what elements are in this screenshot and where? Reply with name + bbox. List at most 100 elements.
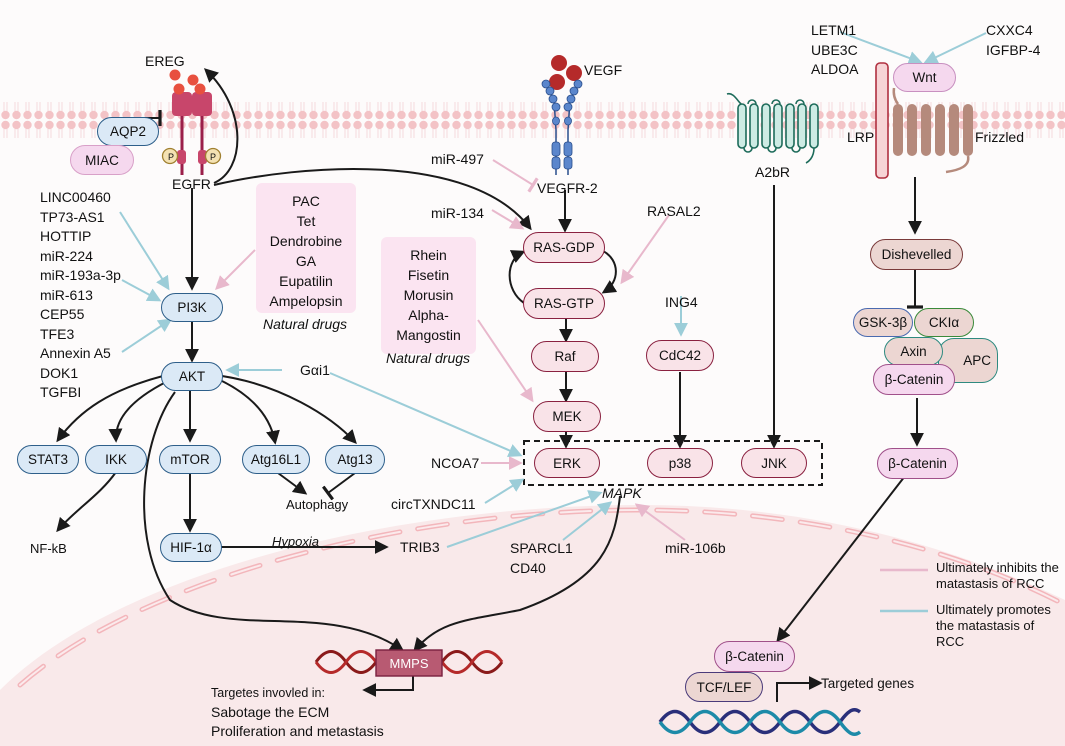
node-erk[interactable]: ERK xyxy=(534,448,600,478)
natural-drugs-caption-2: Natural drugs xyxy=(386,350,471,366)
node-stat3[interactable]: STAT3 xyxy=(17,445,79,474)
node-ras-gtp[interactable]: RAS-GTP xyxy=(523,288,605,319)
pi3k-regulator-list: LINC00460 TP73-AS1 HOTTIP miR-224 miR-19… xyxy=(40,188,121,403)
phosphate-icon xyxy=(204,147,222,165)
regulator-item: miR-224 xyxy=(40,247,93,264)
regulator-item: LETM1 xyxy=(811,22,857,38)
node-beta-catenin-nuclear[interactable]: β-Catenin xyxy=(714,641,795,672)
natural-drugs-caption-1: Natural drugs xyxy=(263,316,348,332)
node-cdc42[interactable]: CdC42 xyxy=(646,340,714,371)
node-mtor[interactable]: mTOR xyxy=(159,445,221,474)
node-jnk[interactable]: JNK xyxy=(741,448,807,478)
wnt-regulators-left: LETM1 UBE3C ALDOA xyxy=(811,21,858,80)
drug-item: Alpha- xyxy=(408,307,449,323)
drug-item: GA xyxy=(295,253,317,269)
node-wnt[interactable]: Wnt xyxy=(893,63,956,92)
wnt-regulators-right: CXXC4 IGFBP-4 xyxy=(986,21,1040,60)
node-mmps[interactable]: MMPS xyxy=(389,656,429,671)
legend-inhibits: Ultimately inhibits the matastasis of RC… xyxy=(936,560,1061,592)
drug-item: Ampelopsin xyxy=(269,293,343,309)
activation-arrows xyxy=(56,68,924,702)
nfkb-label: NF-kB xyxy=(30,541,67,556)
dna-helix-icon xyxy=(314,650,504,674)
mir497-label: miR-497 xyxy=(431,151,484,167)
regulator-item: TGFBI xyxy=(40,384,82,400)
regulator-item: IGFBP-4 xyxy=(986,41,1041,58)
node-aqp2[interactable]: AQP2 xyxy=(97,117,159,146)
regulator-item: miR-193a-3p xyxy=(40,267,121,283)
egfr-label: EGFR xyxy=(172,176,211,192)
node-gsk3b[interactable]: GSK-3β xyxy=(853,308,913,337)
autophagy-label: Autophagy xyxy=(286,497,349,512)
mir106b-label: miR-106b xyxy=(665,540,726,556)
mmps-target-item: Proliferation and metastasis xyxy=(211,723,384,739)
node-mek[interactable]: MEK xyxy=(533,401,601,432)
regulator-item: miR-613 xyxy=(40,286,93,303)
legend-promotes: Ultimately promotes the matastasis of RC… xyxy=(936,602,1061,650)
ereg-label: EREG xyxy=(145,53,185,69)
drug-item: Eupatilin xyxy=(279,273,333,289)
node-p38[interactable]: p38 xyxy=(647,448,713,478)
frizzled-receptor-icon xyxy=(892,87,973,174)
gai1-label: Gαi1 xyxy=(300,362,330,378)
drug-item: Tet xyxy=(296,213,316,229)
regulator-item: Annexin A5 xyxy=(40,345,111,361)
phosphate-icon xyxy=(161,147,179,165)
regulator-item: HOTTIP xyxy=(40,228,92,244)
targeted-genes-label: Targeted genes xyxy=(821,676,915,691)
node-atg13[interactable]: Atg13 xyxy=(325,445,385,474)
drug-item: Mangostin xyxy=(396,327,461,343)
phospho-label: P xyxy=(210,152,217,162)
node-miac[interactable]: MIAC xyxy=(70,145,134,175)
node-atg16l1[interactable]: Atg16L1 xyxy=(242,445,310,474)
vegfr2-label: VEGFR-2 xyxy=(537,180,598,196)
node-beta-catenin-complex[interactable]: β-Catenin xyxy=(873,364,955,395)
circtxndc11-label: circTXNDC11 xyxy=(391,496,476,512)
legend-inhibits-label: Ultimately inhibits the matastasis of RC… xyxy=(936,560,1059,591)
mapk-group-box xyxy=(523,440,823,486)
node-ckia[interactable]: CKIα xyxy=(914,308,974,337)
regulator-item: TFE3 xyxy=(40,325,75,342)
node-raf[interactable]: Raf xyxy=(531,341,599,372)
natural-drugs-box-1: PAC Tet Dendrobine GA Eupatilin Ampelops… xyxy=(256,183,356,313)
vegf-label: VEGF xyxy=(584,62,623,78)
node-akt[interactable]: AKT xyxy=(161,362,223,391)
hypoxia-label: Hypoxia xyxy=(272,534,319,549)
node-ikk[interactable]: IKK xyxy=(85,445,147,474)
regulator-item: CXXC4 xyxy=(986,22,1033,38)
mmps-targets-text: Targetes invovled in: Sabotage the ECM P… xyxy=(211,684,384,741)
drug-item: Fisetin xyxy=(407,267,450,283)
mmps-target-item: Sabotage the ECM xyxy=(211,704,330,720)
natural-drugs-box-2: Rhein Fisetin Morusin Alpha- Mangostin xyxy=(381,237,476,354)
node-axin[interactable]: Axin xyxy=(884,337,943,366)
drug-item: Dendrobine xyxy=(269,233,343,249)
node-hif1a[interactable]: HIF-1α xyxy=(160,533,222,562)
dna-helix-icon xyxy=(658,707,862,737)
node-ras-gdp[interactable]: RAS-GDP xyxy=(523,232,605,263)
a2br-label: A2bR xyxy=(755,164,791,180)
ing4-label: ING4 xyxy=(665,294,698,310)
node-beta-catenin[interactable]: β-Catenin xyxy=(877,448,958,479)
drug-item: PAC xyxy=(292,193,320,209)
drug-item: Rhein xyxy=(410,247,447,263)
a2br-receptor-icon xyxy=(726,92,819,164)
rasal2-label: RASAL2 xyxy=(647,203,701,219)
lrp-receptor-icon xyxy=(875,62,889,179)
trib3-label: TRIB3 xyxy=(400,539,440,555)
inhibit-arrows xyxy=(215,159,928,572)
egfr-receptor-icon xyxy=(161,69,222,175)
promote-arrows xyxy=(119,31,987,613)
legend-promotes-label: Ultimately promotes the matastasis of RC… xyxy=(936,602,1051,649)
nucleus xyxy=(0,505,1065,746)
node-dishevelled[interactable]: Dishevelled xyxy=(870,239,963,270)
regulator-item: LINC00460 xyxy=(40,189,111,205)
regulator-item: CEP55 xyxy=(40,306,85,322)
regulator-item: UBE3C xyxy=(811,41,858,58)
node-pi3k[interactable]: PI3K xyxy=(161,293,223,322)
lrp-label: LRP xyxy=(847,129,875,145)
vegfr2-receptor-icon xyxy=(541,55,583,175)
mapk-label: MAPK xyxy=(602,485,642,501)
node-tcf-lef[interactable]: TCF/LEF xyxy=(685,672,763,702)
mmps-targets-heading: Targetes invovled in: xyxy=(211,686,325,700)
